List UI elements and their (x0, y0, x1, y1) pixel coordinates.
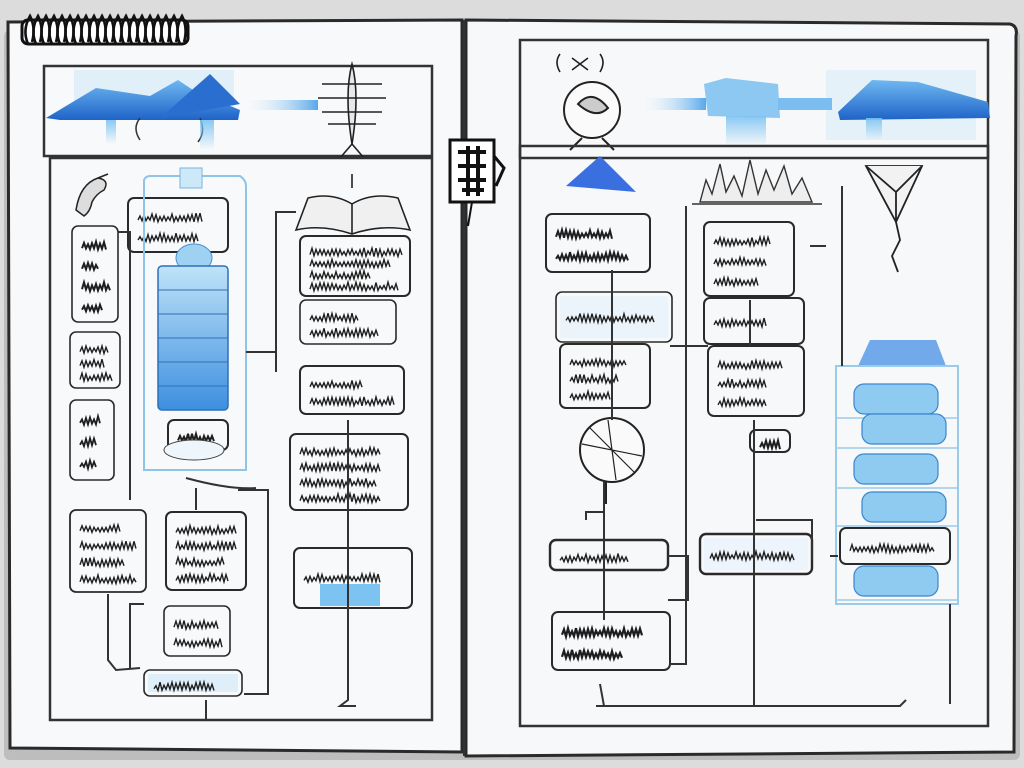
scribble-text (137, 211, 203, 245)
scribble-box (703, 297, 805, 345)
scribble-text (153, 679, 215, 693)
scribble-text (79, 522, 137, 586)
scribble-text (79, 343, 113, 384)
scribble-text (79, 412, 101, 472)
scribble-box (551, 611, 671, 671)
scribble-text (560, 623, 644, 663)
left-connectors (107, 211, 356, 720)
stack-layer (836, 491, 958, 527)
scribble-text (569, 355, 627, 402)
spiral-binding-icon (20, 13, 190, 46)
left-header-panel (42, 60, 434, 159)
scribble-text (309, 378, 395, 409)
stack-layer (836, 565, 958, 601)
scribble-box (143, 669, 243, 697)
scribble-box (69, 399, 115, 481)
scribble-text (759, 436, 781, 452)
bird-icon (75, 173, 109, 217)
scribble-text (849, 541, 935, 556)
scribble-text (309, 245, 403, 294)
scribble-text (709, 548, 795, 563)
scribble-box (559, 343, 651, 409)
scribble-box (299, 365, 405, 415)
bug-icon (556, 53, 604, 73)
open-book-icon (294, 174, 412, 235)
roof-shape-icon (838, 80, 990, 120)
scribble-text (81, 237, 111, 315)
scribble-box (703, 221, 795, 297)
scribble-box (69, 509, 147, 593)
central-logo-glyph-icon (448, 138, 506, 227)
stack-layer (836, 453, 958, 489)
scribble-text (713, 316, 767, 330)
scribble-box (71, 225, 119, 323)
scribble-box (839, 527, 951, 565)
left-main-frame (48, 156, 434, 722)
scribble-box (69, 331, 121, 389)
fish-skeleton-icon (318, 60, 386, 159)
scribble-text (309, 310, 379, 340)
scribble-text (555, 225, 629, 265)
city-skyline-icon (692, 159, 822, 205)
scribble-text (559, 551, 629, 565)
scribble-box (555, 291, 673, 343)
scribble-box (299, 299, 397, 345)
right-main-frame (518, 144, 990, 728)
scribble-text (717, 357, 783, 409)
scribble-box (293, 547, 413, 609)
stack-layer (836, 413, 958, 449)
kite-icon (864, 165, 924, 273)
scribble-text (173, 617, 223, 650)
scribble-text (175, 522, 237, 585)
scribble-box (299, 235, 411, 297)
stacked-layers-icon (143, 167, 247, 471)
scribble-box (707, 345, 805, 417)
right-stacked-layers-icon (835, 340, 959, 605)
scribble-box (163, 605, 231, 657)
scribble-box (749, 429, 791, 453)
right-connectors (585, 186, 951, 707)
satellite-dish-icon (563, 81, 621, 151)
right-header-panel (518, 38, 990, 160)
scribble-box (545, 213, 651, 273)
scribble-box (165, 511, 247, 591)
scribble-box (698, 532, 814, 576)
flag-icon (566, 156, 636, 192)
roof-shape-icon (704, 78, 780, 118)
scribble-text (299, 444, 381, 506)
circular-node-icon (579, 417, 645, 504)
scribble-text (713, 234, 771, 289)
scribble-text (177, 430, 215, 446)
scribble-text (303, 570, 381, 585)
left-page (6, 18, 464, 754)
scribble-text (565, 311, 655, 325)
